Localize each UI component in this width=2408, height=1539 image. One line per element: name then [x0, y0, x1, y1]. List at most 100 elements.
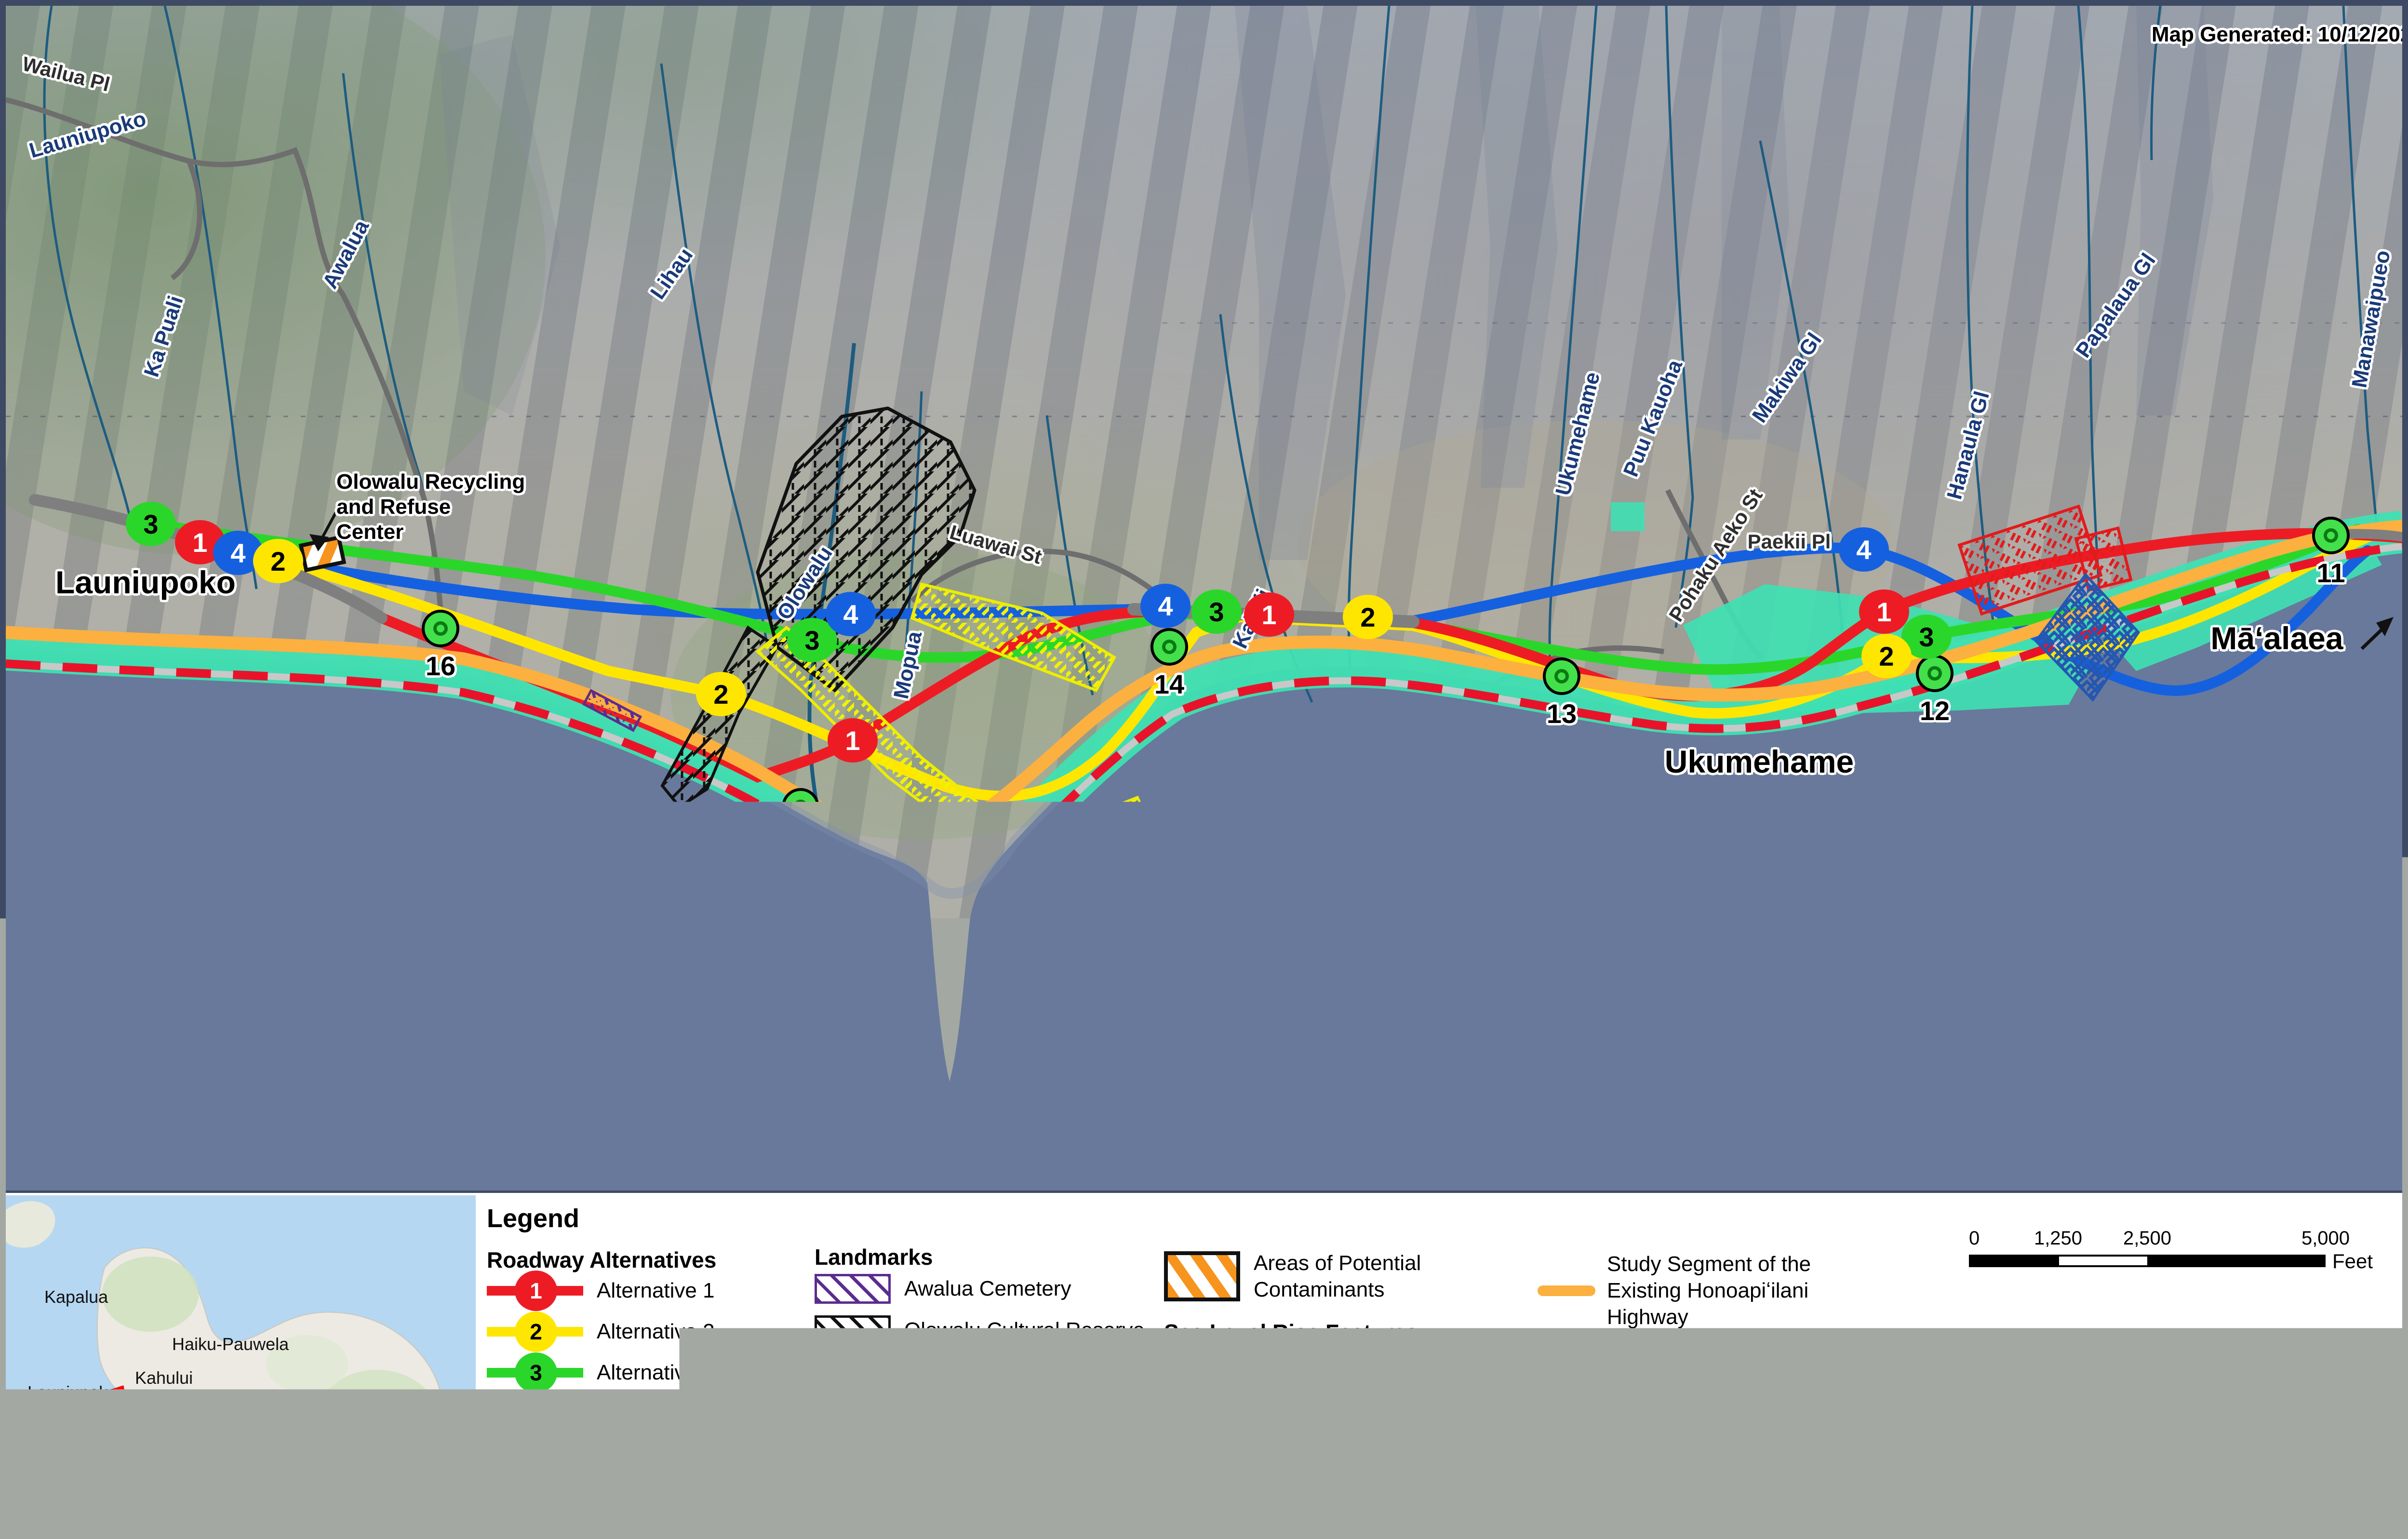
refuse-center-annotation: Olowalu Recyclingand RefuseCenter [336, 469, 525, 545]
alternative-1-badge: 1 [1244, 592, 1294, 637]
alternative-3-badge: 3 [1191, 589, 1242, 634]
study-segment-swatch [1538, 1285, 1595, 1296]
legend-landmark-row: HDOT Detention Basin [815, 1481, 1120, 1511]
legend-alternative-row: 1Alternative 1 [487, 1270, 715, 1311]
legend-alternative-row: 2 Alternative 2 [487, 1311, 715, 1352]
legend-alternative-row: Shared Alternative [487, 1434, 770, 1475]
map-generated-label: Map Generated: 10/12/2023 [2152, 24, 2402, 45]
legend-landmark-label: HDOT Detention Basin [904, 1484, 1120, 1508]
mile-marker-number: 15 [786, 831, 816, 858]
landmark-swatch [815, 1440, 891, 1470]
study-segment-label: Study Segment of theExisting Honoapiʻila… [1607, 1251, 1811, 1330]
inset-place-label: Kahului [135, 1368, 193, 1388]
legend-col-alternatives: Legend Roadway Alternatives 1Alternative… [487, 1193, 805, 1536]
alternative-2-badge: 2 [1861, 634, 1912, 678]
legend-col-landmarks: Landmarks Awalua CemeteryOlowalu Cultura… [815, 1193, 1152, 1536]
north-arrow-icon [2309, 1078, 2381, 1149]
legend-alternative-row: 4 Alternative 4 [487, 1393, 715, 1434]
erosion-line-label: Sea Level Rise CoastalErosion Line - 3.2… [1254, 1357, 1527, 1410]
inset-place-label: Haiku-Pauwela [172, 1334, 289, 1354]
legend-alternative-label: Alternative 3 [597, 1361, 715, 1385]
scalebar-unit: Feet [2332, 1250, 2373, 1273]
service-credits: Service Layer Credit Sources: Esri, HERE… [1969, 1348, 2354, 1451]
legend-landmark-label: Olowalu Cultural Reserve [904, 1318, 1145, 1342]
legend-alternative-label: Shared Alternative [597, 1443, 770, 1467]
alternative-4-badge: 4 [1839, 527, 1889, 572]
exposure-area-swatch [1164, 1419, 1240, 1465]
inset-place-label: Maalaea [116, 1411, 182, 1432]
roads-label: Roads [1627, 1336, 1688, 1360]
streams-label: Streams [1627, 1372, 1706, 1396]
alternative-4-badge: 4 [1140, 584, 1191, 628]
legend-landmark-label: Olowalu Village Center [904, 1401, 1120, 1425]
streams-swatch [1538, 1383, 1614, 1386]
place-label: Launiupoko [55, 566, 236, 598]
alternative-1-badge: 1 [828, 718, 878, 763]
mile-marker [2312, 517, 2350, 554]
mile-marker-number: 13 [1547, 700, 1577, 727]
road-label: Paekii Pl [1748, 532, 1831, 552]
alternative-2-badge: 2 [253, 539, 303, 583]
mile-marker [422, 610, 459, 647]
alternative-badge-icon: 1 [515, 1271, 557, 1311]
legend-landmark-label: Awalua Cemetery [904, 1277, 1071, 1301]
inset-place-label: Launiupoko [27, 1382, 117, 1403]
landmark-swatch [815, 1398, 891, 1428]
alternative-symbol: 2 [487, 1311, 583, 1352]
legend-landmark-row: Awalua Cemetery [815, 1274, 1071, 1304]
landmark-swatch [815, 1481, 891, 1511]
legend-band: KapaluaHaiku-PauwelaKahuluiLauniupokoMaa… [6, 1191, 2402, 1536]
legend-alternative-row: 3 Alternative 3 [487, 1352, 715, 1393]
landmark-swatch [815, 1357, 891, 1387]
inset-place-label: Hana [343, 1424, 385, 1445]
mile-marker-number: 11 [2316, 560, 2345, 587]
alternative-symbol [487, 1434, 583, 1475]
scalebar-tick: 2,500 [2123, 1228, 2171, 1249]
alternatives-header: Roadway Alternatives [487, 1247, 716, 1273]
legend-col-lines: Study Segment of theExisting Honoapiʻila… [1538, 1193, 1885, 1536]
main-map: LauniupokoOlowaluUkumehameMāʻalaeaPacifi… [6, 6, 2402, 1191]
landmarks-header: Landmarks [815, 1244, 933, 1270]
legend-landmark-label: Olowalu Greenway [904, 1360, 1084, 1384]
alternative-symbol: 4 [487, 1393, 583, 1434]
legend-alternative-label: Alternative 4 [597, 1402, 715, 1426]
legend-col-scale: 01,2502,5005,000 Feet Service Layer Cred… [1963, 1193, 2397, 1536]
legend-landmark-row: Olowalu Village Center [815, 1398, 1120, 1428]
ocean-label: Pacific Ocean [1008, 1115, 1185, 1142]
roads-swatch [1538, 1345, 1614, 1351]
scalebar [1969, 1255, 2326, 1267]
legend-landmark-row: Olowalu Greenway [815, 1357, 1084, 1387]
mile-marker-number: 16 [426, 653, 455, 680]
inset-place-label: Kapalua [44, 1287, 108, 1307]
mile-marker-icon [1557, 1403, 1594, 1441]
mile-marker [1150, 628, 1188, 666]
alternative-symbol: 3 [487, 1352, 583, 1393]
alternative-3-badge: 3 [126, 502, 176, 546]
mile-marker [782, 788, 819, 826]
place-label: Māʻalaea [2210, 622, 2343, 654]
landmark-swatch [815, 1315, 891, 1345]
alternative-badge-icon: 2 [515, 1311, 557, 1352]
scalebar-tick: 0 [1969, 1228, 1980, 1249]
legend-col-slr: Areas of PotentialContaminants Sea Level… [1164, 1193, 1530, 1536]
inset-place-label: Keokea [177, 1459, 236, 1480]
mile-marker-label: Mile Marker [1627, 1410, 1738, 1434]
mile-marker-number: 12 [1920, 697, 1950, 724]
alternative-symbol: 1 [487, 1270, 583, 1311]
inset-island [6, 1195, 476, 1536]
landmark-swatch [815, 1274, 891, 1304]
alternative-2-badge: 2 [1343, 595, 1393, 639]
place-label: Olowalu [822, 911, 946, 943]
alternative-2-badge: 2 [696, 672, 746, 716]
legend-landmark-row: Olowalu Cultural Reserve [815, 1315, 1145, 1345]
exposure-area-label: Sea Level Rise ExposureArea - 3.2 ft Sce… [1254, 1416, 1492, 1469]
mile-marker-number: 14 [1154, 671, 1184, 698]
inset-overview-map: KapaluaHaiku-PauwelaKahuluiLauniupokoMaa… [6, 1195, 476, 1536]
alternative-line-swatch [487, 1448, 583, 1461]
legend-alternative-label: Alternative 2 [597, 1320, 715, 1344]
alternative-badge-icon: 3 [515, 1352, 557, 1393]
mile-marker [1916, 655, 1953, 692]
erosion-line-swatch [1164, 1379, 1240, 1387]
legend-landmark-row: Ukumehame Firing Range [815, 1440, 1152, 1470]
